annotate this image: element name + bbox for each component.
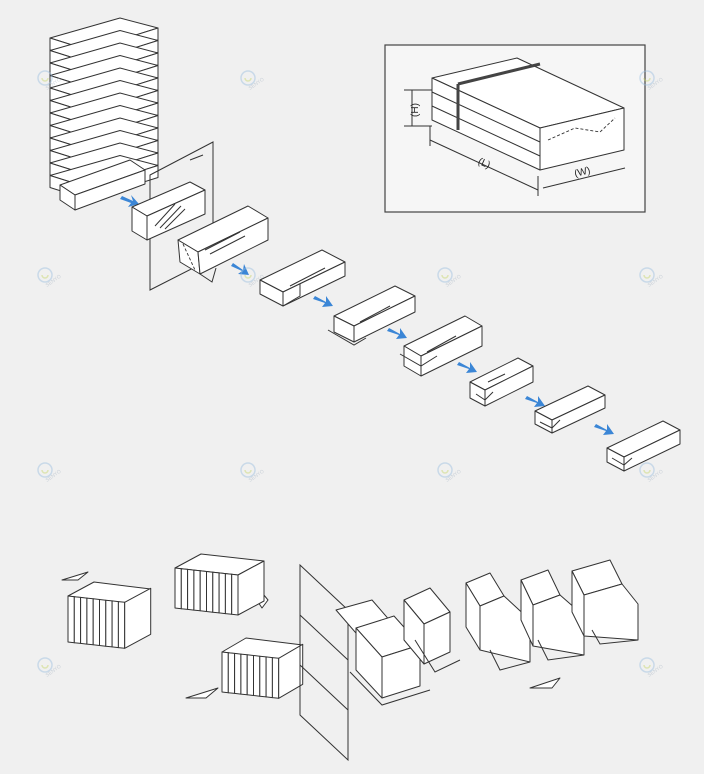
bundle-wrap-step-2 xyxy=(403,587,461,673)
ream-slice xyxy=(231,573,239,616)
ream-wrapping-step-4 xyxy=(399,315,483,377)
watermark-logo: SENYO xyxy=(639,657,665,679)
ream-slice xyxy=(111,600,119,649)
ream-wrapping-step-2 xyxy=(259,249,346,307)
ream-slice xyxy=(99,599,107,647)
ream-bundle-bottom xyxy=(221,637,304,699)
ream-wrapping-step-6 xyxy=(534,385,606,434)
bottom-film-sheet xyxy=(299,563,349,762)
process-arrow xyxy=(387,328,407,339)
stacked-reams xyxy=(49,17,159,211)
ream-slice xyxy=(234,652,242,695)
process-arrows xyxy=(120,195,614,435)
dimensioned-ream xyxy=(431,57,625,171)
ream-slice xyxy=(221,651,229,694)
ream-slice xyxy=(73,596,82,644)
ream-bundle-top xyxy=(174,553,265,616)
process-arrow xyxy=(525,396,545,407)
process-arrow xyxy=(231,263,249,275)
stacked-ream-offset xyxy=(59,159,146,211)
ream-slice xyxy=(212,571,220,614)
watermark-logo: SENYO xyxy=(240,462,266,484)
ream-bundle-left xyxy=(67,581,152,649)
wrapped-bundle-final xyxy=(571,559,639,645)
watermark-logo: SENYO xyxy=(37,657,63,679)
ream-wrapping-step-3 xyxy=(327,285,416,346)
width-label: (W) xyxy=(573,165,591,180)
watermark-logo: SENYO xyxy=(639,267,665,289)
watermark-logo: SENYO xyxy=(639,462,665,484)
ream-slice xyxy=(240,653,248,696)
process-arrow xyxy=(313,296,333,307)
ream-slice xyxy=(199,570,207,612)
ream-wrapping-step-1 xyxy=(177,205,269,283)
wrapped-ream-final xyxy=(606,420,681,472)
bundle-wrap-step-3 xyxy=(465,572,531,671)
watermark-logo: SENYO xyxy=(37,462,63,484)
ream-slice xyxy=(86,597,94,646)
ream-slice xyxy=(227,652,236,694)
ream-with-film xyxy=(131,181,206,241)
ream-slice xyxy=(80,596,88,645)
ream-slice xyxy=(67,595,75,644)
ream-slice xyxy=(180,568,189,610)
ream-slice xyxy=(246,654,254,696)
ream-slice xyxy=(259,655,267,698)
ream-slice xyxy=(174,567,182,610)
ream-slice xyxy=(117,601,126,649)
length-label: (L) xyxy=(476,156,492,171)
ream-slice xyxy=(218,572,226,615)
height-label: (H) xyxy=(410,103,421,117)
watermark-logo: SENYO xyxy=(437,267,463,289)
ream-slice xyxy=(92,598,100,646)
ream-slice xyxy=(265,656,273,699)
ream-wrapping-step-5 xyxy=(469,357,534,407)
watermark-logo: SENYO xyxy=(37,267,63,289)
ream-slice xyxy=(224,573,233,615)
watermark-logo: SENYO xyxy=(437,462,463,484)
ream-slice xyxy=(271,657,280,699)
dimension-inset: (H) (L) (W) xyxy=(384,44,646,213)
watermark-logo: SENYO xyxy=(240,70,266,92)
ream-slice xyxy=(206,571,214,613)
ream-slice xyxy=(105,599,113,648)
process-arrow xyxy=(594,424,614,435)
bundle-wrap-step-4 xyxy=(520,569,585,661)
process-arrow xyxy=(120,195,139,207)
ream-slice xyxy=(253,655,261,697)
ream-slice xyxy=(187,568,195,611)
process-arrow xyxy=(457,362,477,373)
ream-slice xyxy=(193,569,201,612)
